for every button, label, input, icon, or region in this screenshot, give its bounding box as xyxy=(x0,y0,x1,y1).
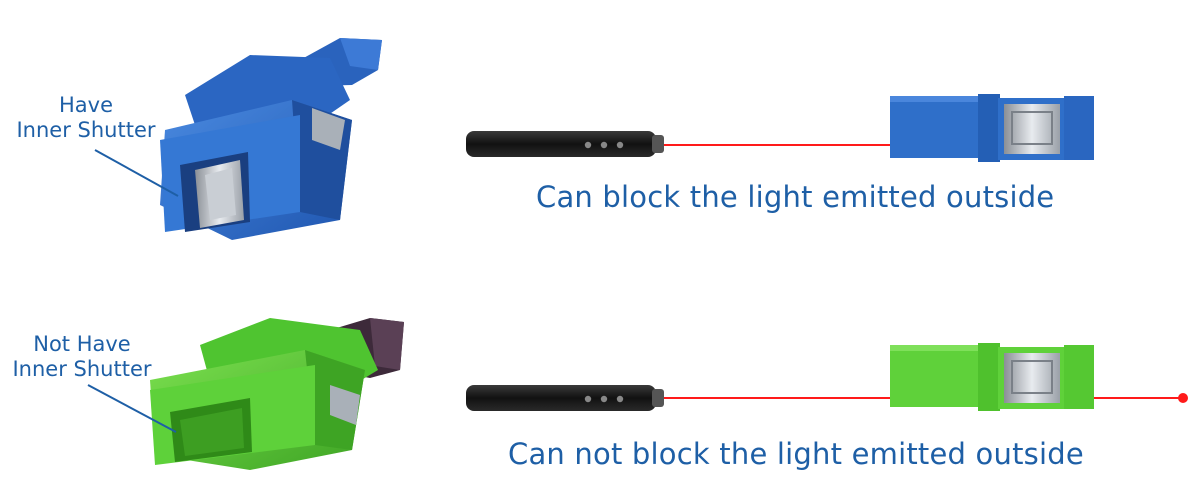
pointer-line xyxy=(94,149,179,197)
laser-dot-icon xyxy=(1178,393,1188,403)
bottom-label-line2: Inner Shutter xyxy=(12,357,152,381)
bottom-adapter-label: Not Have Inner Shutter xyxy=(2,332,162,382)
sc-adapter-side-view-blue-icon xyxy=(890,94,1094,162)
laser-pen-icon xyxy=(466,385,664,411)
top-label-line1: Have xyxy=(58,93,113,117)
pointer-line xyxy=(87,384,177,433)
top-adapter-label: Have Inner Shutter xyxy=(6,93,166,143)
sc-adapter-side-view-green-icon xyxy=(890,343,1094,411)
bottom-caption: Can not block the light emitted outside xyxy=(508,437,1084,471)
sc-adapter-without-shutter-icon xyxy=(150,318,404,470)
top-label-line2: Inner Shutter xyxy=(16,118,156,142)
bottom-label-line1: Not Have xyxy=(33,332,131,356)
top-caption: Can block the light emitted outside xyxy=(536,180,1055,214)
laser-pen-icon xyxy=(466,131,664,157)
sc-adapter-with-shutter-icon xyxy=(160,38,382,240)
